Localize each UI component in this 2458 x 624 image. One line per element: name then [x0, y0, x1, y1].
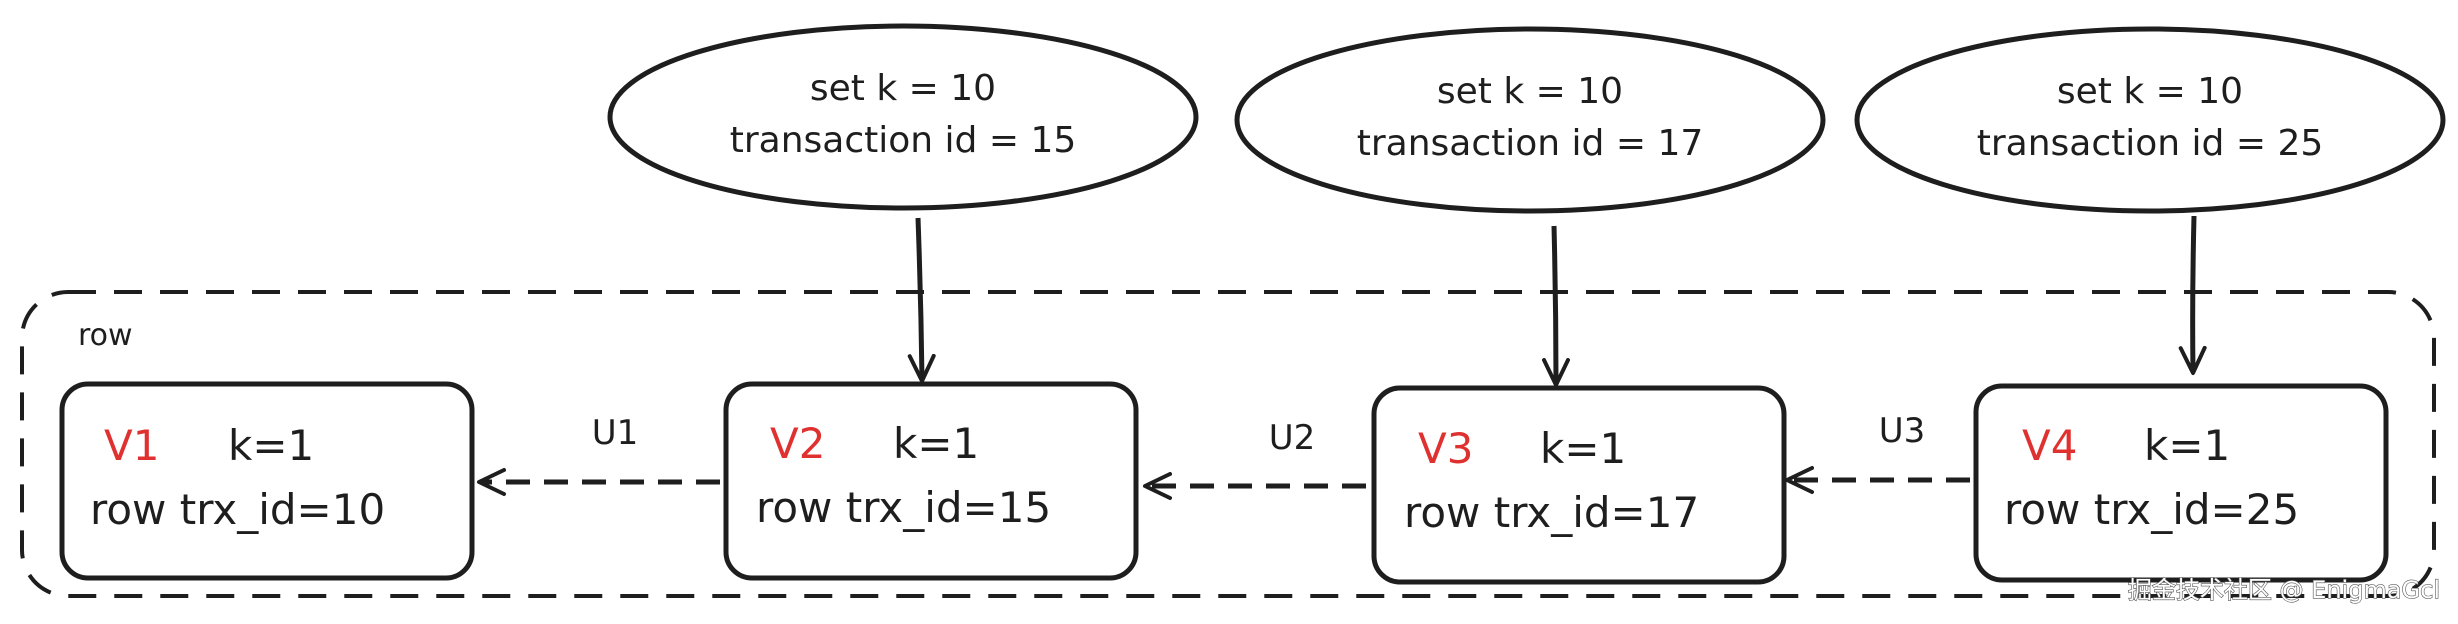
version-value: k=1	[1540, 424, 1626, 473]
transaction-node-2: set k = 10 transaction id = 17	[1234, 26, 1826, 214]
watermark-text: 掘金技术社区 @ EnigmaGcl	[2128, 576, 2440, 604]
transaction-node-1-line1: set k = 10	[810, 68, 996, 109]
version-value: k=1	[893, 419, 979, 468]
undo-link-u3: U3	[1785, 411, 1970, 494]
version-tag: V1	[104, 421, 159, 470]
transaction-node-1: set k = 10 transaction id = 15	[607, 23, 1199, 211]
transaction-node-3: set k = 10 transaction id = 25	[1854, 26, 2446, 214]
row-container	[20, 290, 2436, 598]
version-box-v1: V1 k=1 row trx_id=10	[59, 381, 475, 581]
undo-link-label: U2	[1269, 418, 1316, 458]
transaction-node-2-line2: transaction id = 17	[1357, 123, 1704, 164]
undo-link-u1: U1	[477, 413, 720, 496]
transaction-node-1-line2: transaction id = 15	[730, 120, 1077, 161]
transaction-arrow-2	[1541, 225, 1570, 387]
version-box-v2: V2 k=1 row trx_id=15	[723, 381, 1139, 581]
transaction-node-3-line2: transaction id = 25	[1977, 123, 2324, 164]
version-tag: V3	[1418, 424, 1473, 473]
transaction-node-3-line1: set k = 10	[2057, 71, 2243, 112]
version-value: k=1	[2144, 421, 2230, 470]
version-tag: V2	[770, 419, 825, 468]
version-trx-id: row trx_id=15	[756, 483, 1051, 532]
version-box-v3: V3 k=1 row trx_id=17	[1371, 385, 1787, 585]
version-trx-id: row trx_id=17	[1404, 488, 1699, 537]
transaction-arrow-1	[907, 217, 936, 383]
version-trx-id: row trx_id=25	[2004, 485, 2299, 534]
version-value: k=1	[228, 421, 314, 470]
version-trx-id: row trx_id=10	[90, 485, 385, 534]
row-container-label: row	[78, 318, 133, 353]
undo-link-label: U3	[1879, 411, 1926, 451]
transaction-node-2-line1: set k = 10	[1437, 71, 1623, 112]
undo-link-u2: U2	[1143, 418, 1366, 500]
undo-link-label: U1	[592, 413, 639, 453]
version-tag: V4	[2022, 421, 2077, 470]
version-box-v4: V4 k=1 row trx_id=25	[1973, 383, 2389, 583]
transaction-arrow-3	[2178, 215, 2207, 375]
